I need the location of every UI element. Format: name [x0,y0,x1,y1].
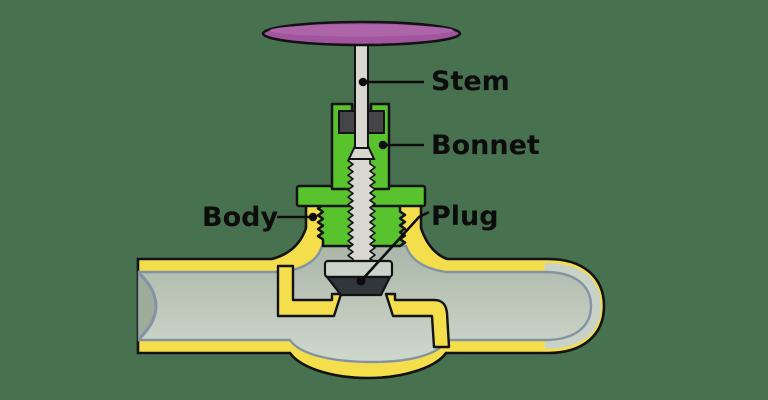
leader-plug-dot [356,276,366,286]
pipe-mouth-arc [137,271,158,341]
seat-partition-right [384,292,451,349]
leader-body-dot [308,212,318,222]
leader-stem-dot [358,77,368,87]
label-body: Body [202,202,279,233]
body-cavity [137,244,593,364]
handwheel-top-face [269,24,454,37]
label-bonnet: Bonnet [431,130,540,161]
stem-shaft [354,35,369,149]
leader-plug [360,210,430,282]
label-stem: Stem [431,66,510,97]
plug-cone [325,275,392,297]
label-plug: Plug [431,201,499,232]
plug-disc [323,259,394,279]
leader-bonnet-dot [378,140,388,150]
seat-partition-left [276,264,343,318]
stem-thread [347,156,376,267]
